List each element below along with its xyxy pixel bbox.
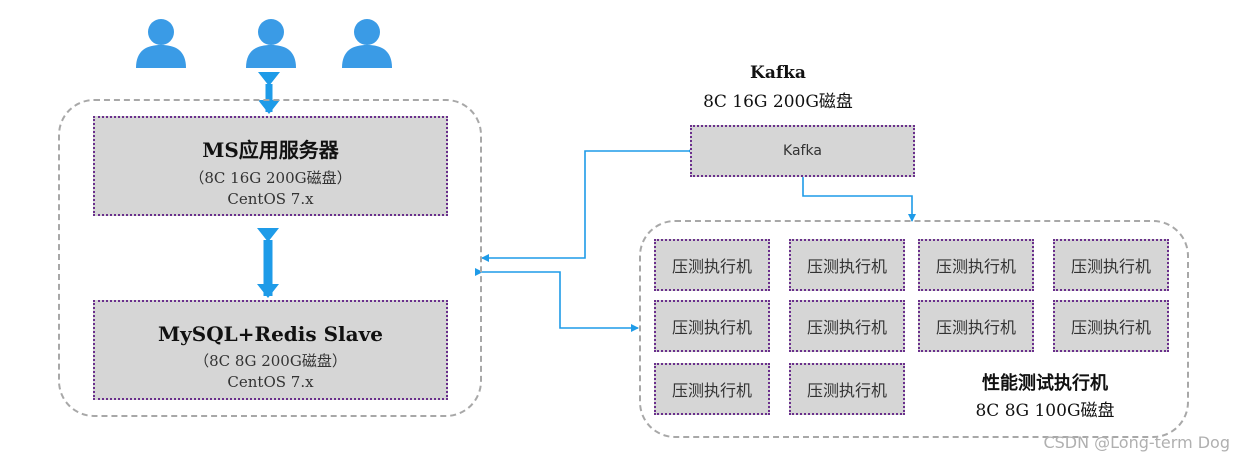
user-icon — [133, 13, 189, 69]
agent-box: 压测执行机 — [789, 239, 905, 291]
db-server-box: MySQL+Redis Slave （8C 8G 200G磁盘） CentOS … — [93, 300, 448, 400]
watermark: CSDN @Long-term Dog — [1043, 433, 1230, 452]
kafka-title: Kafka — [750, 63, 806, 83]
db-server-title: MySQL+Redis Slave — [158, 322, 383, 346]
agent-box: 压测执行机 — [918, 239, 1034, 291]
user-icon — [243, 13, 299, 69]
arrow-kafka-agents — [799, 171, 916, 222]
arrow-kafka-ms — [481, 147, 695, 262]
agent-box: 压测执行机 — [1053, 300, 1169, 352]
agents-group-spec: 8C 8G 100G磁盘 — [975, 401, 1115, 421]
ms-server-title: MS应用服务器 — [202, 138, 339, 162]
user-icon — [339, 13, 395, 69]
agent-box: 压测执行机 — [789, 363, 905, 415]
ms-server-os: CentOS 7.x — [227, 190, 314, 208]
ms-server-spec: （8C 16G 200G磁盘） — [189, 169, 352, 187]
kafka-box-label: Kafka — [783, 143, 822, 159]
agents-group-title: 性能测试执行机 — [982, 373, 1108, 394]
agent-box: 压测执行机 — [1053, 239, 1169, 291]
db-server-os: CentOS 7.x — [227, 373, 314, 391]
ms-server-box: MS应用服务器 （8C 16G 200G磁盘） CentOS 7.x — [93, 116, 448, 216]
agent-box: 压测执行机 — [918, 300, 1034, 352]
kafka-box: Kafka — [690, 125, 915, 177]
agents-group-boundary — [639, 220, 1189, 438]
arrow-agents-ms — [475, 268, 639, 332]
agent-box: 压测执行机 — [654, 239, 770, 291]
kafka-spec: 8C 16G 200G磁盘 — [703, 92, 853, 112]
agent-box: 压测执行机 — [654, 300, 770, 352]
agent-box: 压测执行机 — [654, 363, 770, 415]
agent-box: 压测执行机 — [789, 300, 905, 352]
ms-group-boundary — [58, 99, 482, 417]
db-server-spec: （8C 8G 200G磁盘） — [194, 352, 347, 370]
